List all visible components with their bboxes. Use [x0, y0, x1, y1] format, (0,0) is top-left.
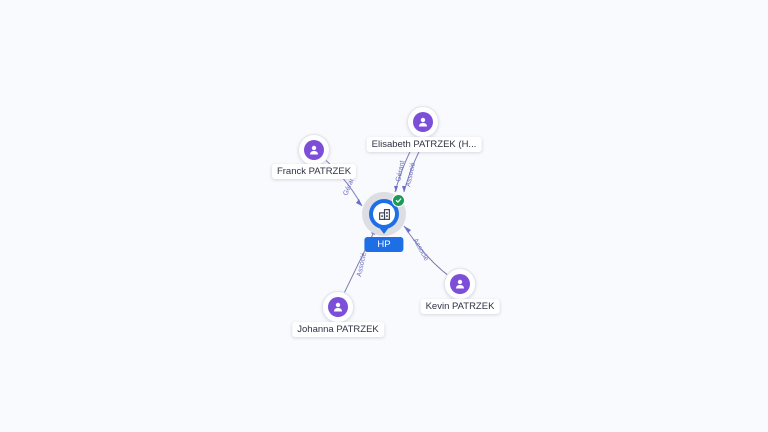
person-ring	[298, 134, 330, 166]
person-node-kevin[interactable]	[444, 268, 476, 300]
edge-label: Gérant	[395, 160, 406, 182]
person-ring	[444, 268, 476, 300]
person-ring	[322, 291, 354, 323]
check-icon	[392, 194, 405, 207]
edge-label: Associé	[405, 162, 417, 188]
person-node-johanna[interactable]	[322, 291, 354, 323]
person-node-franck[interactable]	[298, 134, 330, 166]
person-ring	[407, 106, 439, 138]
company-label[interactable]: HP	[364, 237, 404, 252]
pin-tip	[378, 226, 390, 234]
building-icon	[373, 203, 395, 225]
person-icon	[413, 112, 433, 132]
person-node-elisabeth[interactable]	[407, 106, 439, 138]
person-icon	[328, 297, 348, 317]
person-label-franck[interactable]: Franck PATRZEK	[271, 164, 357, 179]
person-label-kevin[interactable]: Kevin PATRZEK	[420, 299, 500, 314]
person-label-elisabeth[interactable]: Elisabeth PATRZEK (H...	[366, 137, 482, 152]
company-pin	[369, 199, 399, 229]
person-label-johanna[interactable]: Johanna PATRZEK	[292, 322, 384, 337]
edge-label: Associé	[411, 238, 429, 263]
person-icon	[450, 274, 470, 294]
person-icon	[304, 140, 324, 160]
edge-label: Associé	[356, 252, 368, 278]
company-node-hp[interactable]	[362, 192, 406, 236]
